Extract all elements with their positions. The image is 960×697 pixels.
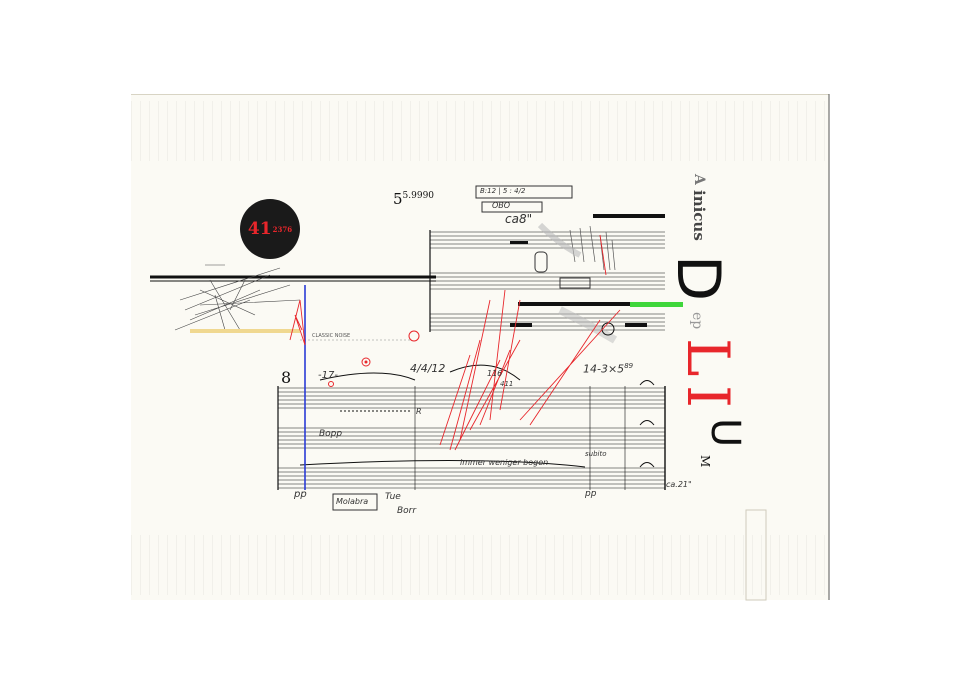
molabra-box [332,493,378,511]
footer-ruled-band [131,535,829,595]
small-box [559,277,591,289]
ca8-annotation: ca8" [505,212,533,226]
label-116: 116 [487,369,503,378]
heavy-beam [593,214,665,218]
pp-label-b: pp [585,489,597,499]
rest-mark-2 [625,323,647,327]
gray-smear-2 [558,306,618,344]
measure-label-17: -17- [318,370,338,381]
fermata-3 [639,462,655,468]
measure-number-8: 8 [281,368,292,387]
fermata-2 [639,420,655,426]
red-gestures [289,234,621,451]
letter-r: R [416,407,422,416]
fermata-1 [639,380,655,386]
red-dot [364,360,368,364]
red-circle-2 [361,357,371,367]
ca21-marking: ca.21" [666,480,692,489]
lower-system [277,386,666,490]
upper-stems [569,225,616,271]
borr-label: Borr [397,506,417,516]
bopp-label: Bopp [319,429,343,439]
slur-2 [449,364,521,381]
title-big-i: I [674,385,742,408]
molabra-label: Molabra [336,497,369,506]
formula-annotation: 14-3×589 [583,362,633,376]
title-a-letter: A [691,174,707,185]
slur-1 [319,372,416,381]
tempo-mark: 55.9990 [393,190,434,208]
badge-main: 41 [247,219,272,239]
red-circle-3 [328,381,334,387]
upper-system [429,230,665,332]
top-box-label: B:12 | 5 : 4/2 [480,187,526,195]
oboe-label: OBO [492,201,511,210]
pp-label-a: pp [294,489,307,500]
title-big-u: U [702,418,748,448]
tue-label: Tue [385,492,401,502]
rest-mark-1 [510,323,532,327]
oboe-box [481,201,543,213]
gray-smear [537,222,582,258]
top-box [475,185,573,199]
small-capsule [534,251,548,273]
label-411: 411 [500,380,514,388]
scribble-cluster [174,264,301,331]
rest-mark-3 [510,241,528,244]
score-sheet [131,94,829,600]
title-big-d: D [663,255,733,302]
edge-box [745,509,767,601]
green-bar [630,302,683,307]
melisma-text: immer weniger bogen [460,458,549,467]
red-circle-1 [408,330,420,342]
slur-3 [299,459,586,468]
title-ep: ep [689,312,705,330]
title-inicus: inicus [690,190,708,241]
tempo-sup: 5.9990 [402,191,435,201]
small-label: CLASSIC NOISE [312,333,351,339]
black-bar [518,302,683,306]
title-big-l: L [674,338,742,377]
subito-label: subito [585,450,607,458]
formula-text: 14-3×5 [583,362,625,376]
header-ruled-band [131,101,829,161]
title-m: M [698,455,712,468]
title-a: A [691,174,707,185]
formula-exp: 89 [624,362,634,370]
tempo-main: 5 [393,190,403,208]
badge-sub: 2376 [272,224,293,234]
date-annotation: 4/4/12 [410,362,446,375]
yellow-bar [190,329,300,333]
